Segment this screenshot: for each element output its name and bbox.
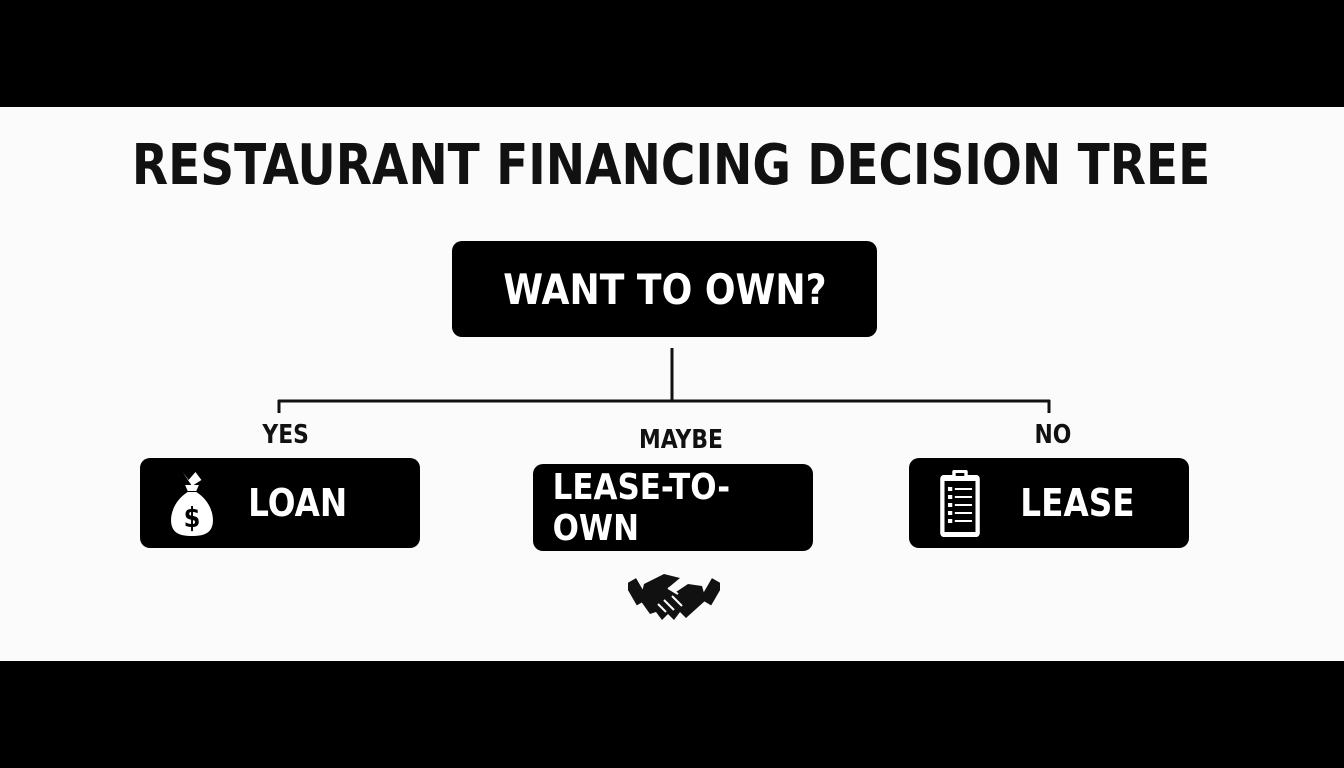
handshake-icon — [628, 574, 720, 620]
svg-text:$: $ — [184, 502, 201, 534]
outcome-label-lease-to-own: LEASE-TO-OWN — [552, 466, 731, 549]
outcome-box-lease-to-own: LEASE-TO-OWN — [533, 464, 813, 551]
root-question-box: WANT TO OWN? — [452, 241, 877, 337]
root-question-label: WANT TO OWN? — [502, 264, 827, 314]
branch-label-maybe: MAYBE — [638, 425, 723, 455]
branch-label-yes: YES — [262, 420, 309, 450]
money-bag-icon: $ — [168, 468, 216, 538]
clipboard-icon — [937, 467, 983, 539]
outcome-label-loan: LOAN — [248, 481, 348, 525]
diagram-title: RESTAURANT FINANCING DECISION TREE — [131, 133, 1211, 198]
outcome-label-lease: LEASE — [1020, 481, 1135, 525]
letterbox-top — [0, 0, 1344, 107]
branch-label-no: NO — [1034, 420, 1072, 450]
outcome-box-lease: LEASE — [909, 458, 1189, 548]
outcome-box-loan: $ LOAN — [140, 458, 420, 548]
letterbox-bottom — [0, 661, 1344, 768]
